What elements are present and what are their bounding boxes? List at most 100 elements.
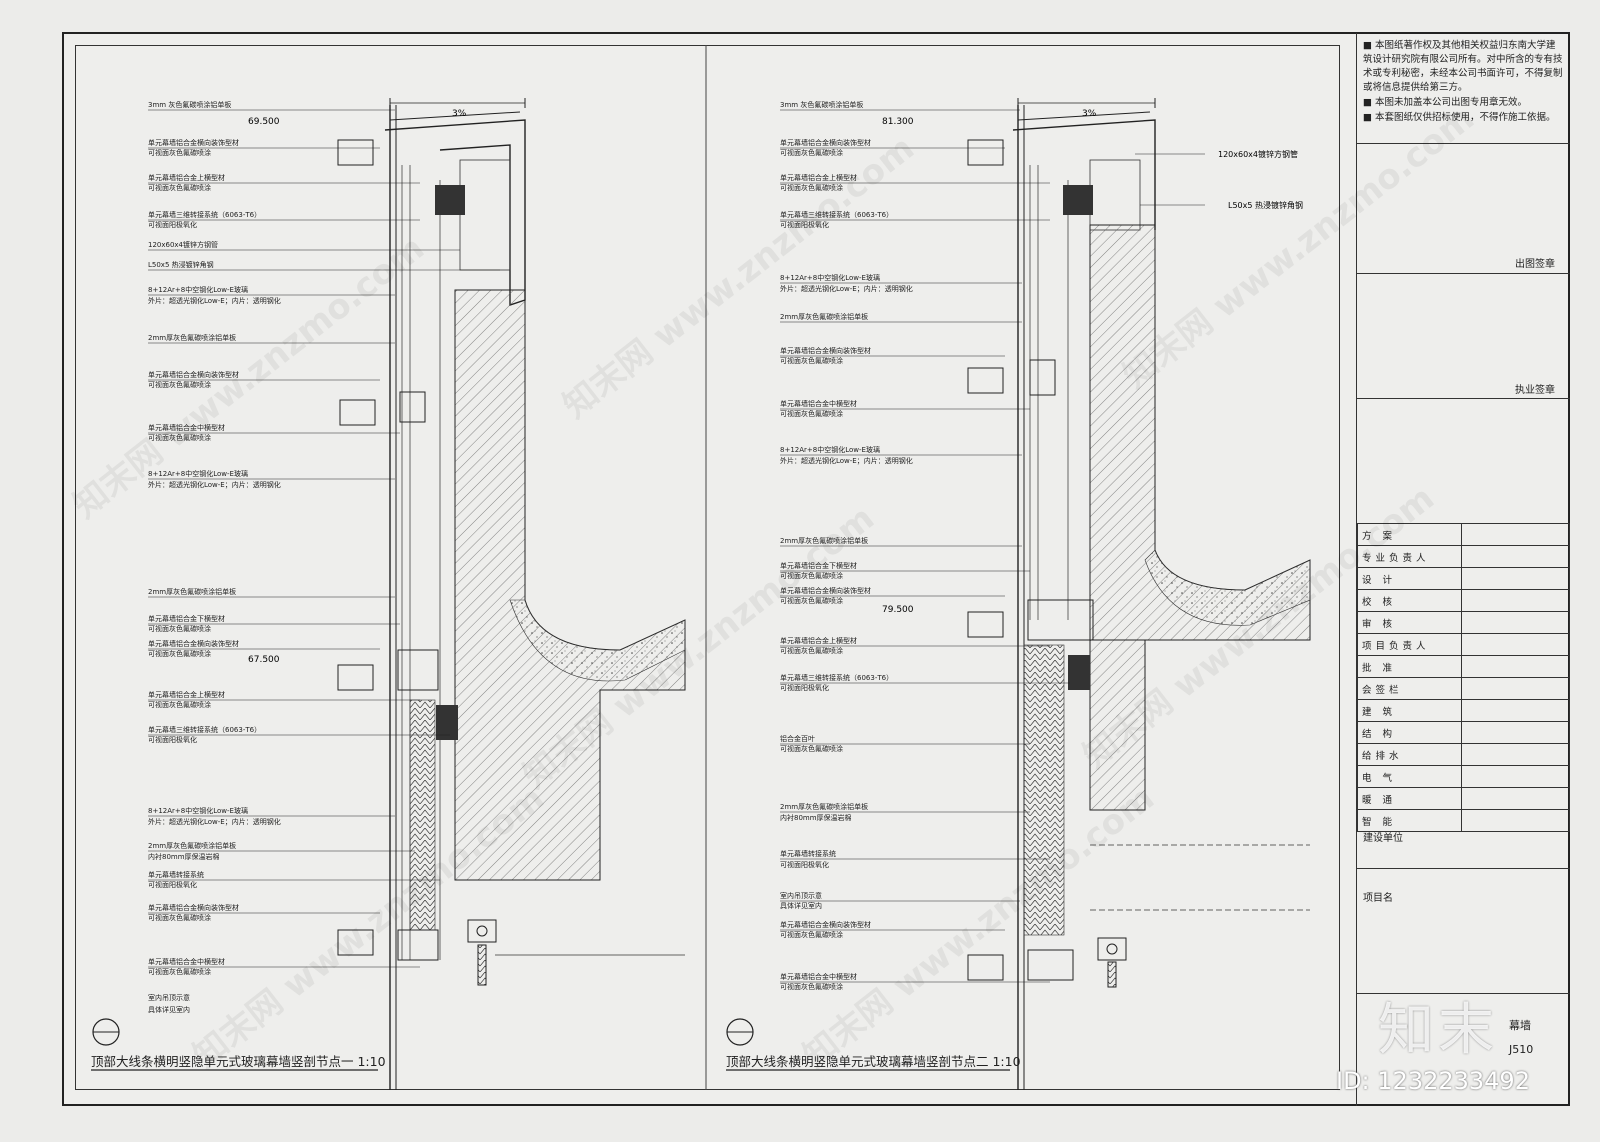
right-leaders bbox=[780, 109, 1070, 983]
signature-row: 会签栏 bbox=[1357, 677, 1570, 700]
callout-label: 可视面灰色氟碳喷涂 bbox=[780, 409, 843, 418]
callout-label: 单元幕墙铝合金中横型材 bbox=[780, 972, 857, 981]
signature-cell bbox=[1461, 545, 1570, 568]
callout-label: 单元幕墙转接系统 bbox=[148, 870, 204, 879]
callout-label: 2mm厚灰色氟碳喷涂铝单板 bbox=[780, 536, 868, 545]
signature-cell bbox=[1461, 677, 1570, 700]
callout-label: 单元幕墙铝合金横向装饰型材 bbox=[148, 903, 239, 912]
signature-row: 建 筑 bbox=[1357, 699, 1570, 722]
note-3: ■ 本套图纸仅供招标使用，不得作施工依据。 bbox=[1363, 112, 1556, 123]
signature-role: 校 核 bbox=[1357, 589, 1462, 612]
signature-role: 审 核 bbox=[1357, 611, 1462, 634]
drawing-number: J510 bbox=[1509, 1043, 1534, 1056]
signature-row: 设 计 bbox=[1357, 567, 1570, 590]
callout-label: 可视面阳极氧化 bbox=[148, 735, 197, 744]
callout-label: 具体详见室内 bbox=[780, 901, 822, 910]
signature-role: 给排水 bbox=[1357, 743, 1462, 766]
callout-label: 可视面灰色氟碳喷涂 bbox=[780, 646, 843, 655]
callout-label: 8+12Ar+8中空钢化Low-E玻璃 bbox=[148, 806, 248, 815]
callout-label: 内衬80mm厚保温岩棉 bbox=[148, 852, 220, 861]
signature-cell bbox=[1461, 743, 1570, 766]
right-side-label-1: 120x60x4镀锌方钢管 bbox=[1218, 149, 1298, 159]
callout-label: 室内吊顶示意 bbox=[148, 993, 190, 1002]
callout-label: 单元幕墙铝合金横向装饰型材 bbox=[148, 370, 239, 379]
callout-label: 可视面灰色氟碳喷涂 bbox=[148, 148, 211, 157]
callout-label: 8+12Ar+8中空钢化Low-E玻璃 bbox=[148, 469, 248, 478]
signature-role: 专业负责人 bbox=[1357, 545, 1462, 568]
signature-cell bbox=[1461, 765, 1570, 788]
callout-label: 单元幕墙铝合金横向装饰型材 bbox=[780, 920, 871, 929]
callout-label: 单元幕墙转接系统 bbox=[780, 849, 836, 858]
callout-label: 外片：超透光钢化Low-E；内片：透明钢化 bbox=[148, 296, 281, 305]
title-block: ■ 本图纸著作权及其他相关权益归东南大学建筑设计研究院有限公司所有。对中所含的专… bbox=[1356, 33, 1570, 1106]
signature-row: 给排水 bbox=[1357, 743, 1570, 766]
signature-table: 方 案专业负责人设 计校 核审 核项目负责人批 准会签栏建 筑结 构给排水电 气… bbox=[1357, 523, 1570, 832]
callout-label: 铝合金百叶 bbox=[780, 734, 815, 743]
callout-label: 内衬80mm厚保温岩棉 bbox=[780, 813, 852, 822]
signature-cell bbox=[1461, 787, 1570, 810]
callout-label: 外片：超透光钢化Low-E；内片：透明钢化 bbox=[148, 480, 281, 489]
callout-label: 可视面灰色氟碳喷涂 bbox=[148, 624, 211, 633]
callout-label: 可视面灰色氟碳喷涂 bbox=[780, 571, 843, 580]
callout-label: 120x60x4镀锌方钢管 bbox=[148, 240, 218, 249]
signature-row: 校 核 bbox=[1357, 589, 1570, 612]
signature-role: 设 计 bbox=[1357, 567, 1462, 590]
signature-cell bbox=[1461, 611, 1570, 634]
callout-label: 8+12Ar+8中空钢化Low-E玻璃 bbox=[148, 285, 248, 294]
left-elevation-mid: 67.500 bbox=[248, 655, 280, 665]
signature-role: 批 准 bbox=[1357, 655, 1462, 678]
signature-role: 电 气 bbox=[1357, 765, 1462, 788]
signature-row: 智 能 bbox=[1357, 809, 1570, 832]
stamp-reg-label: 执业签章 bbox=[1515, 385, 1555, 396]
signature-cell bbox=[1461, 633, 1570, 656]
watermark-id: ID: 1232233492 bbox=[1336, 1067, 1530, 1095]
callout-label: 单元幕墙铝合金上横型材 bbox=[148, 690, 225, 699]
signature-cell bbox=[1461, 699, 1570, 722]
callout-label: 可视面灰色氟碳喷涂 bbox=[148, 967, 211, 976]
callout-label: 可视面灰色氟碳喷涂 bbox=[780, 744, 843, 753]
left-callout-labels: 3mm 灰色氟碳喷涂铝单板单元幕墙铝合金横向装饰型材可视面灰色氟碳喷涂单元幕墙铝… bbox=[148, 100, 281, 1014]
drawing-sheet bbox=[62, 32, 1570, 1106]
callout-label: L50x5 热浸镀锌角钢 bbox=[148, 260, 214, 269]
discipline: 幕墙 bbox=[1509, 1019, 1531, 1032]
signature-cell bbox=[1461, 721, 1570, 744]
callout-label: 2mm厚灰色氟碳喷涂铝单板 bbox=[148, 841, 236, 850]
callout-label: 单元幕墙三维转接系统（6063-T6） bbox=[148, 210, 261, 219]
signature-row: 审 核 bbox=[1357, 611, 1570, 634]
callout-label: 可视面阳极氧化 bbox=[780, 683, 829, 692]
callout-label: 室内吊顶示意 bbox=[780, 891, 822, 900]
callout-label: 单元幕墙铝合金中横型材 bbox=[148, 957, 225, 966]
signature-row: 批 准 bbox=[1357, 655, 1570, 678]
callout-label: 外片：超透光钢化Low-E；内片：透明钢化 bbox=[780, 284, 913, 293]
signature-role: 会签栏 bbox=[1357, 677, 1462, 700]
callout-label: 单元幕墙铝合金下横型材 bbox=[148, 614, 225, 623]
callout-label: 2mm厚灰色氟碳喷涂铝单板 bbox=[148, 333, 236, 342]
right-slope: 3% bbox=[1082, 109, 1097, 119]
callout-label: 单元幕墙铝合金中横型材 bbox=[780, 399, 857, 408]
client-label: 建设单位 bbox=[1363, 833, 1403, 844]
right-side-label-2: L50x5 热浸镀锌角钢 bbox=[1228, 200, 1303, 210]
signature-cell bbox=[1461, 523, 1570, 546]
project-label: 项目名 bbox=[1363, 893, 1393, 904]
callout-label: 2mm厚灰色氟碳喷涂铝单板 bbox=[780, 312, 868, 321]
callout-label: 可视面灰色氟碳喷涂 bbox=[148, 433, 211, 442]
signature-role: 智 能 bbox=[1357, 809, 1462, 832]
right-detail-title: 顶部大线条横明竖隐单元式玻璃幕墙竖剖节点二 1:10 bbox=[726, 1054, 1021, 1069]
callout-label: 可视面灰色氟碳喷涂 bbox=[780, 148, 843, 157]
callout-label: 8+12Ar+8中空钢化Low-E玻璃 bbox=[780, 273, 880, 282]
left-elevation-top: 69.500 bbox=[248, 117, 280, 127]
callout-label: 单元幕墙铝合金中横型材 bbox=[148, 423, 225, 432]
callout-label: 8+12Ar+8中空钢化Low-E玻璃 bbox=[780, 445, 880, 454]
callout-label: 可视面灰色氟碳喷涂 bbox=[148, 183, 211, 192]
callout-label: 3mm 灰色氟碳喷涂铝单板 bbox=[780, 100, 863, 109]
signature-cell bbox=[1461, 567, 1570, 590]
signature-row: 专业负责人 bbox=[1357, 545, 1570, 568]
right-section-detail bbox=[967, 98, 1311, 1090]
callout-label: 外片：超透光钢化Low-E；内片：透明钢化 bbox=[780, 456, 913, 465]
stamp-out-label: 出图签章 bbox=[1515, 259, 1555, 270]
callout-label: 单元幕墙铝合金横向装饰型材 bbox=[780, 346, 871, 355]
callout-label: 可视面灰色氟碳喷涂 bbox=[780, 982, 843, 991]
callout-label: 可视面阳极氧化 bbox=[780, 860, 829, 869]
callout-label: 外片：超透光钢化Low-E；内片：透明钢化 bbox=[148, 817, 281, 826]
